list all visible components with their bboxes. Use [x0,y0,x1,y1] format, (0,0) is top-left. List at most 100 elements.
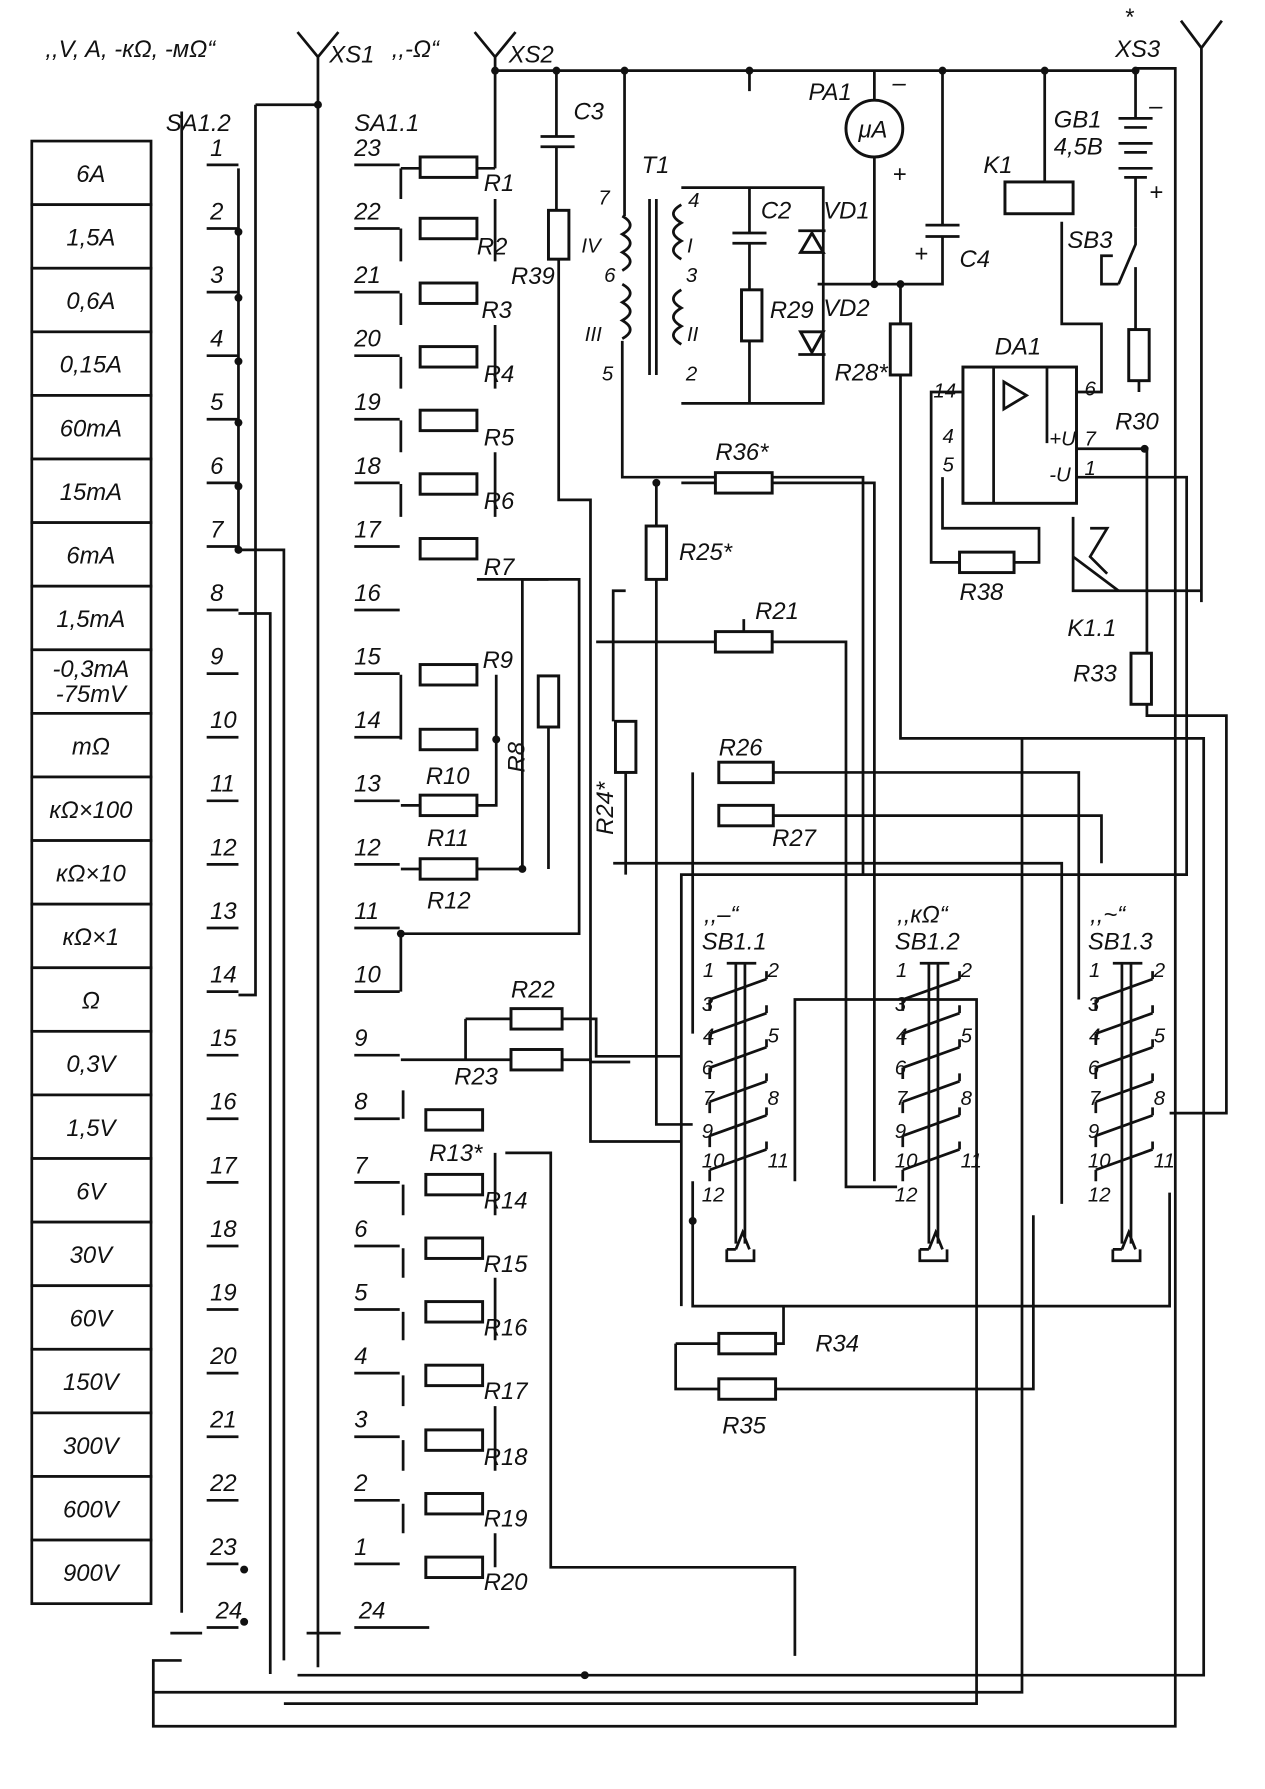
switch-pin: 12 [702,1185,725,1207]
range-cell: 0,3V [30,1029,153,1097]
switch-name: SB1.2 [895,929,960,956]
resistor-r10: R10 [418,727,479,790]
r28-label: R28* [835,360,889,387]
sa11-position: 10 [354,962,381,989]
range-cell: 300V [30,1411,153,1478]
switch-pin: 2 [1153,960,1166,982]
switch-contact [1094,1005,1154,1045]
gb1-minus: – [1148,93,1163,120]
switch-plunger[interactable] [918,961,950,1263]
wire [400,1058,682,1143]
range-cell: 15mA [30,457,153,524]
microammeter-pa1: μA PA1 – + [809,70,907,188]
sa11-label: SA1.1 [354,110,419,137]
c4-plus: + [914,240,928,267]
switch-contact [1094,1107,1154,1148]
xs2-label: XS2 [508,42,554,69]
junction-dot [580,1671,589,1680]
wire [681,156,876,405]
switch-pin: 3 [702,994,714,1016]
wire [464,1017,682,1060]
sa12-position: 3 [210,262,224,289]
wire [929,390,1041,564]
range-cell: кΩ×10 [30,839,153,906]
da1-pin6: 6 [1084,378,1096,400]
switch-pin: 4 [703,1026,714,1048]
range-label: -0,3mA [52,656,129,683]
switch-pin: 8 [1154,1088,1166,1110]
switch-contact [901,1107,961,1148]
sa12-position: 21 [209,1407,237,1434]
range-label: 6mA [66,542,115,569]
range-label: 6V [76,1178,107,1205]
range-cell: 1,5A [30,203,153,270]
resistor-r7: R7 [418,537,515,581]
r36-label: R36* [715,439,769,466]
range-cell: 900V [30,1538,153,1606]
range-label: 0,6A [66,288,115,315]
r34-label: R34 [815,1331,859,1358]
range-label: 1,5A [66,225,115,252]
junction-dot [652,478,661,487]
junction-dot [234,357,243,366]
wire [611,589,1064,1204]
sa12-position: 11 [210,771,235,798]
wire [238,612,272,1675]
opamp-da1: DA1 14 4 5 6 7 1 +U -U [933,334,1096,505]
range-cell: 1,5mA [30,584,153,652]
k1-label: K1 [983,152,1012,179]
resistor-r34: R34 [717,1331,859,1358]
range-label: 60V [70,1306,115,1333]
switch-pin: 10 [702,1151,725,1173]
range-table: 6A1,5A0,6A0,15A60mA15mA6mA1,5mA-0,3mA-75… [30,139,153,1606]
range-label: 60mA [60,415,122,442]
sa12-position: 6 [210,453,224,480]
r16-label: R16 [484,1315,528,1342]
range-label: 15mA [60,479,122,506]
resistor-r23: R23 [454,1048,564,1091]
resistor-r3: R3 [418,281,513,324]
junction-dot [234,545,243,554]
sa12-position: 23 [209,1534,237,1561]
range-label: Ω [82,988,100,1015]
wire [170,111,203,1635]
t1-pin6: 6 [604,265,616,287]
range-cell: 0,15A [30,330,153,397]
sa11-position: 7 [354,1152,368,1179]
t1-pin2: 2 [685,364,698,386]
resistor-r11: R11 [418,793,479,852]
sb3-label: SB3 [1067,227,1113,254]
capacitor-c4: C4 + [914,223,990,273]
sa12-position: 19 [210,1279,237,1306]
range-cell: Ω [30,966,153,1033]
switch-pin: 6 [702,1057,714,1079]
sa12-position: 15 [210,1025,237,1052]
range-cell: 6V [30,1157,153,1224]
junction-dot [492,735,501,744]
switch-name: SB1.1 [702,929,767,956]
resistor-r21: R21 [713,598,799,654]
switch-name: SB1.3 [1088,929,1154,956]
switch-plunger[interactable] [725,961,757,1263]
da1-pin4: 4 [943,426,954,448]
switch-contact [1094,1141,1154,1182]
switch-plunger[interactable] [1111,961,1143,1263]
r25-label: R25* [679,539,733,566]
sa11-position: 13 [354,771,381,798]
range-label: 30V [70,1242,115,1269]
r30-label: R30 [1115,408,1159,435]
resistor-r12: R12 [418,857,479,915]
sa12-position: 20 [209,1343,237,1370]
sa12-position: 22 [209,1470,237,1497]
r38-label: R38 [960,579,1004,606]
da1-plus-u: +U [1049,428,1076,450]
switch-pin: 10 [1088,1151,1111,1173]
sa11-position: 5 [354,1279,368,1306]
range-label: mΩ [72,733,110,760]
sa11-position: 2 [353,1470,367,1497]
switch-pin: 12 [1088,1185,1111,1207]
